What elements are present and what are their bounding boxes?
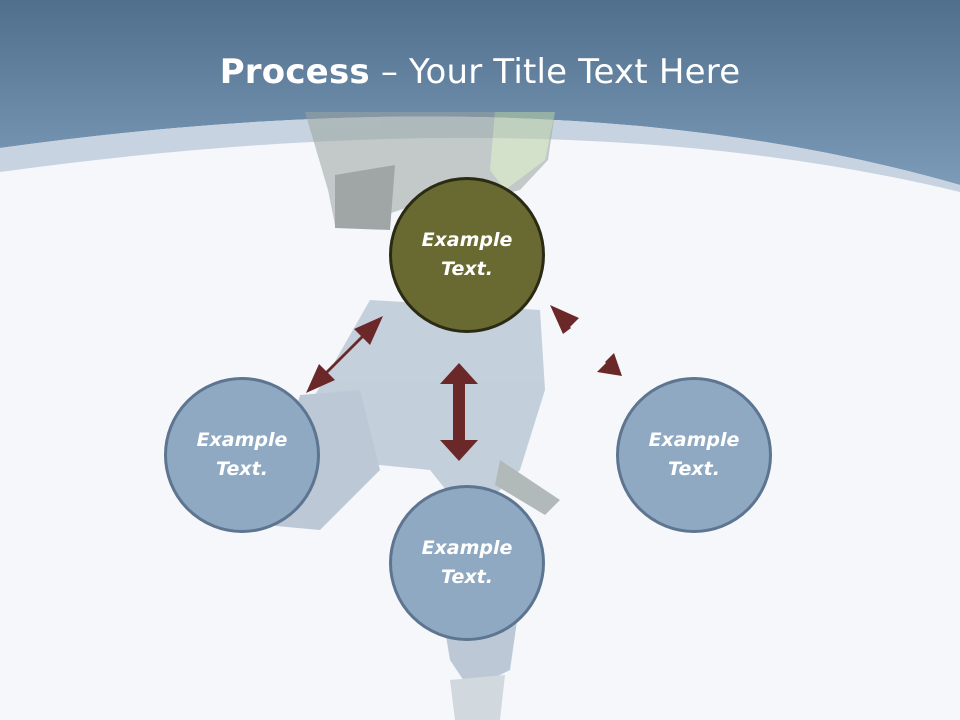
right-node: Example Text. — [616, 377, 772, 533]
slide-title: Process – Your Title Text Here — [0, 52, 960, 92]
left-node-label: Example Text. — [196, 429, 288, 480]
double-arrow-icon — [550, 305, 622, 376]
title-bold: Process — [219, 52, 370, 92]
bottom-node-label: Example Text. — [421, 537, 513, 588]
right-node-label: Example Text. — [648, 429, 740, 480]
double-arrow-icon — [440, 363, 478, 461]
double-arrow-icon — [306, 316, 383, 393]
bottom-node: Example Text. — [389, 485, 545, 641]
left-node: Example Text. — [164, 377, 320, 533]
header-swoosh — [0, 116, 960, 192]
center-node: Example Text. — [389, 177, 545, 333]
header-band — [0, 0, 960, 185]
title-rest: – Your Title Text Here — [369, 52, 741, 92]
center-node-label: Example Text. — [421, 229, 513, 280]
